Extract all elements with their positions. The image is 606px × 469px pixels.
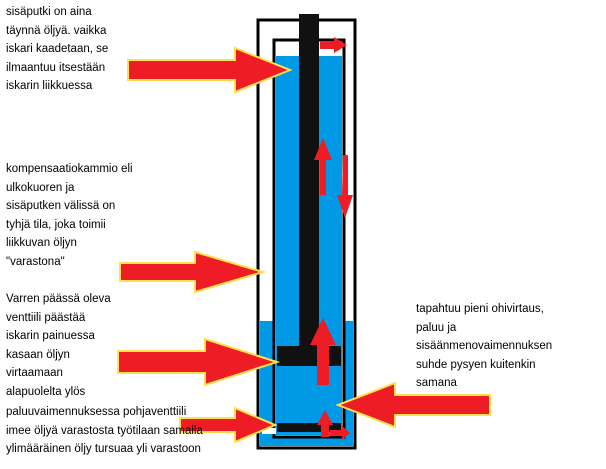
piston-rod xyxy=(299,14,319,350)
flow-arrow-up-base xyxy=(317,410,333,437)
flow-arrow-top-right xyxy=(320,37,347,53)
flow-arrow-up-piston xyxy=(310,318,336,385)
flow-arrow-down-right xyxy=(337,155,353,218)
label-bypass-flow: tapahtuu pieni ohivirtaus, paluu ja sisä… xyxy=(416,303,553,389)
flow-arrow-base-right xyxy=(330,426,350,440)
label-base-valve: paluuvaimennuksessa pohjaventtiili imee … xyxy=(6,406,203,455)
label-compensation-chamber: kompensaatiokammio eli ulkokuoren ja sis… xyxy=(6,163,133,268)
callout-arrow-bypass xyxy=(335,381,491,429)
base-valve xyxy=(277,423,341,432)
label-rod-valve: Varren päässä oleva venttiili päästää is… xyxy=(6,293,111,398)
label-inner-tube: sisäputki on aina täynnä öljyä. vaikka i… xyxy=(6,6,109,92)
callout-arrow-compensation xyxy=(119,250,267,294)
callout-arrow-inner-tube xyxy=(127,46,293,94)
base-valve-gap xyxy=(262,428,276,434)
callout-arrow-rod-valve xyxy=(117,337,281,387)
callout-arrow-base-valve xyxy=(179,406,278,444)
flow-arrow-up-middle xyxy=(314,138,332,195)
piston xyxy=(277,346,341,366)
